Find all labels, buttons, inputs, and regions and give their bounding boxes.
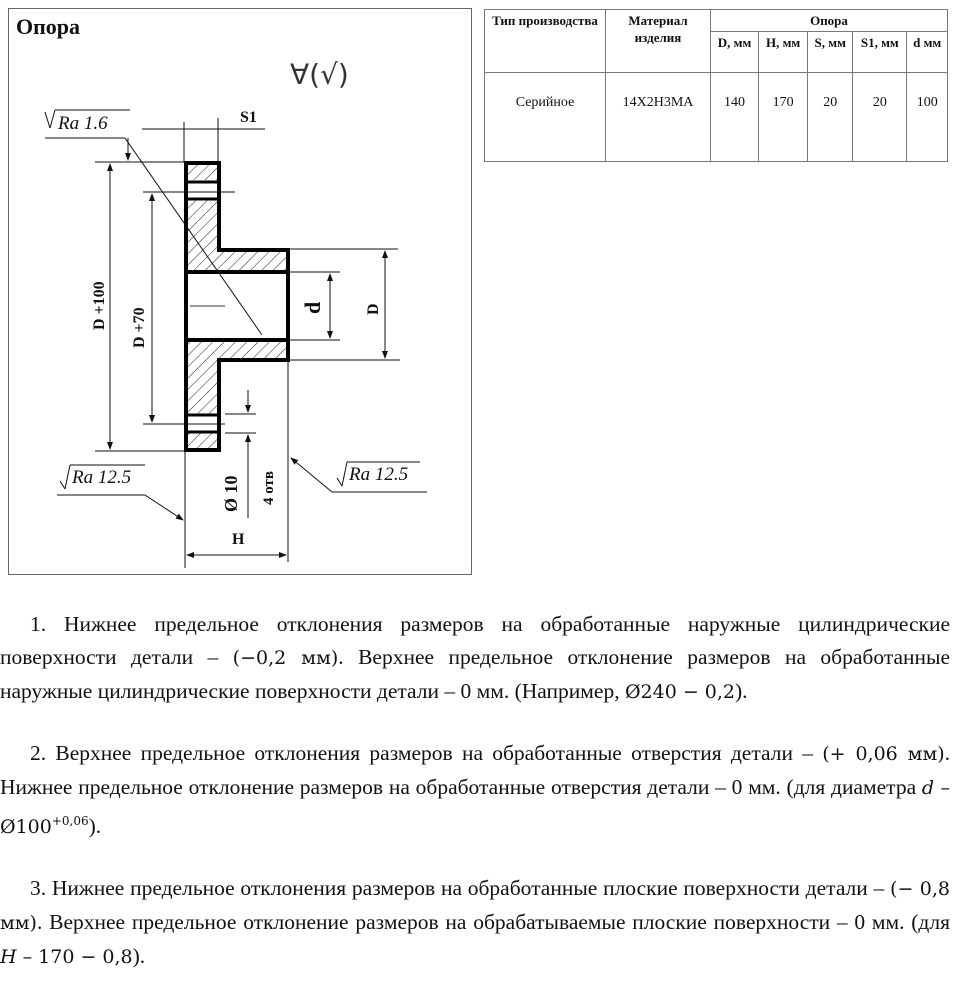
cell-small-d: 100 (906, 72, 948, 162)
roughness-ra-12-5-right: Ra 12.5 (348, 464, 408, 485)
formula: – Ø100 (0, 777, 950, 839)
cell-s1: 20 (852, 72, 908, 162)
header-col-d: D, мм (709, 31, 760, 73)
text: . Нижнее предельное отклонение размеров … (0, 741, 951, 799)
paragraph-1: 1. Нижнее предельное отклонения размеров… (0, 608, 950, 709)
header-col-h: H, мм (758, 31, 809, 73)
drawing-frame (8, 8, 472, 575)
text: 2. Верхнее предельное отклонения размеро… (30, 741, 823, 765)
roughness-ra-1-6: Ra 1.6 (57, 113, 108, 134)
text: 1. Нижнее предельное отклонения размеров… (0, 612, 950, 669)
dim-label-s1: S1 (240, 109, 257, 126)
formula: (−0,2 мм) (232, 647, 339, 669)
dimension-lines (44, 109, 427, 568)
dim-label-d-plus-100: D +100 (91, 281, 108, 330)
formula: – 170 − 0,8 (16, 946, 133, 969)
text: ). (735, 679, 748, 703)
formula: H (0, 946, 17, 969)
text: 3. Нижнее предельное отклонения размеров… (30, 876, 891, 901)
dim-label-h: H (232, 531, 245, 548)
text: . Верхнее предельное отклонение размеров… (0, 645, 951, 703)
part-section (184, 161, 290, 452)
header-col-s: S, мм (807, 31, 854, 73)
header-material: Материал изделия (605, 9, 711, 73)
cell-h: 170 (758, 72, 809, 162)
dim-label-hole-count: 4 отв (261, 471, 277, 505)
formula: (− 0,8 мм) (0, 878, 950, 935)
dim-label-hole-diameter: Ø 10 (221, 475, 241, 512)
dim-label-d-plus-70: D +70 (131, 307, 148, 348)
cell-production-type: Серийное (484, 72, 606, 162)
drawing-title: Опора (16, 14, 80, 39)
roughness-symbol: ∀(√) (290, 58, 349, 91)
text: . Верхнее предельное отклонение размеров… (36, 910, 950, 935)
text: ). (132, 944, 146, 969)
requirements-text: 1. Нижнее предельное отклонения размеров… (0, 608, 950, 1002)
roughness-ra-12-5-left: Ra 12.5 (71, 467, 131, 488)
header-production-type: Тип производства (484, 9, 606, 73)
paragraph-3: 3. Нижнее предельное отклонения размеров… (0, 872, 950, 974)
cell-material: 14Х2Н3МА (605, 72, 711, 162)
header-opora: Опора (710, 9, 948, 32)
cell-d: 140 (709, 72, 760, 162)
text: ). (88, 814, 102, 839)
dim-label-small-d: d (300, 302, 325, 314)
table-row: Серийное 14Х2Н3МА 140 170 20 20 100 (484, 72, 948, 162)
dimensions-table: Тип производства Материал изделия Опора … (484, 9, 948, 162)
header-col-s1: S1, мм (852, 31, 908, 73)
formula: d (921, 777, 935, 799)
cell-s: 20 (807, 72, 854, 162)
paragraph-2: 2. Верхнее предельное отклонения размеро… (0, 737, 950, 844)
dim-label-big-d: D (365, 303, 382, 315)
formula: (+ 0,06 мм) (822, 743, 945, 765)
header-col-small-d: d мм (906, 31, 948, 73)
technical-drawing: Опора ∀(√) (8, 8, 472, 575)
formula: Ø240 − 0,2 (624, 681, 736, 703)
tolerance-superscript: +0,06 (51, 814, 89, 828)
